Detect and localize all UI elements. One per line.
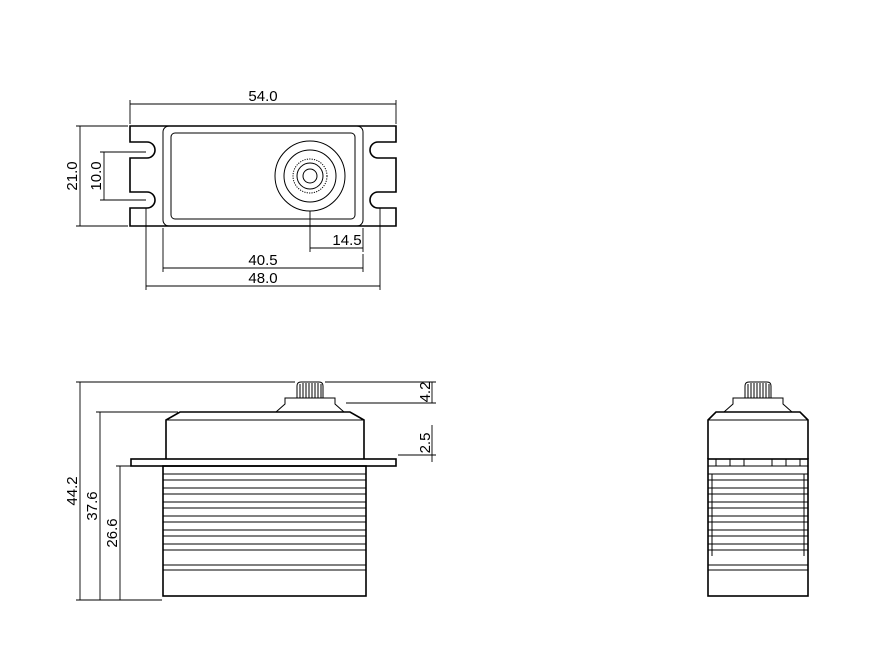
side-view-mounting-flange [130,458,397,467]
top-view-body-inner [170,132,356,220]
end-view-spline-teeth [747,383,770,398]
dimension-mount-hole-spacing: 10.0 [88,151,146,201]
output-shaft-outer-ring [274,140,346,212]
label-tab-height: 26.6 [104,518,121,547]
side-view: 4.2 2.5 44.2 37.6 26.6 [64,381,436,601]
end-view-cooling-fins [708,473,808,571]
label-overall-width: 21.0 [64,161,81,190]
side-view-body [162,465,367,597]
dimension-height-to-tab: 37.6 [84,411,178,600]
label-body-length: 40.5 [248,252,277,269]
end-view [707,381,809,597]
end-view-body [707,458,809,597]
label-overall-height: 44.2 [64,476,81,505]
top-view-body-outer [162,125,364,227]
label-spline-height: 4.2 [417,382,434,403]
label-shaft-offset: 14.5 [332,232,361,249]
dimension-shaft-offset: 14.5 [309,211,364,252]
top-view: 54.0 21.0 10.0 14.5 40.5 [64,88,397,290]
dimension-spline-height: 4.2 [325,381,436,404]
label-overall-length: 54.0 [248,88,277,105]
output-shaft-spline-inner [296,162,324,190]
end-view-top-case [707,411,809,459]
end-view-shaft-collar [722,397,794,413]
label-mount-hole-spacing: 10.0 [88,161,105,190]
dimension-overall-width: 21.0 [64,125,128,227]
dimension-body-length: 40.5 [162,228,364,272]
end-view-flange-detail [708,459,808,467]
end-view-spline [744,381,772,398]
side-view-shaft-collar [274,397,346,413]
output-shaft-spline [292,158,328,194]
dimension-tab-height: 26.6 [104,465,162,600]
dimension-mount-hole-span: 48.0 [145,208,381,290]
dimension-overall-height: 44.2 [64,381,295,601]
end-view-fin-side-notches [711,474,805,556]
side-view-spline-teeth [299,383,322,398]
side-view-top-case [165,411,365,459]
label-tab-offset: 2.5 [417,433,434,454]
top-view-flange-outline [129,125,397,227]
label-mount-hole-span: 48.0 [248,270,277,287]
side-view-spline [296,381,324,398]
output-shaft-screw [302,168,318,184]
dimension-tab-offset: 2.5 [398,425,436,462]
side-view-cooling-fins [163,473,366,571]
label-height-to-tab: 37.6 [84,491,101,520]
output-shaft-middle-ring [283,149,337,203]
dimension-overall-length: 54.0 [129,88,397,124]
